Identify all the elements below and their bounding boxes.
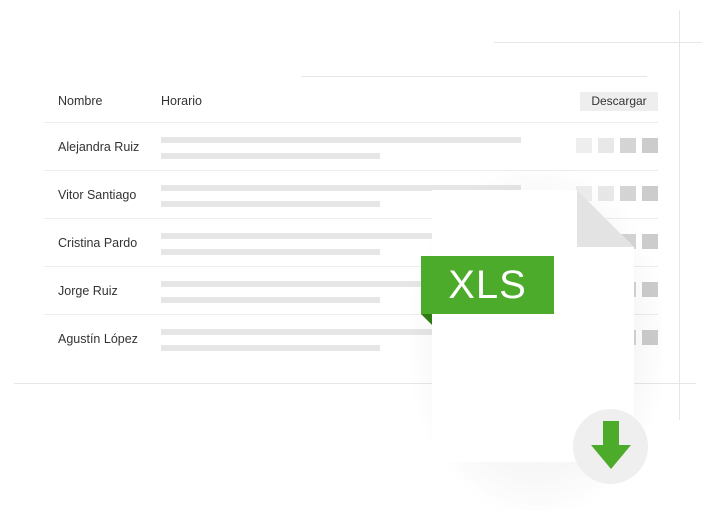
- download-file-button[interactable]: [573, 409, 648, 484]
- action-square[interactable]: [598, 138, 614, 153]
- download-arrow-icon: [591, 421, 631, 469]
- schedule-placeholder-bar: [161, 137, 521, 143]
- schedule-placeholder-bar: [161, 329, 521, 335]
- column-header-schedule: Horario: [161, 94, 202, 108]
- row-name: Agustín López: [58, 332, 138, 346]
- row-name: Alejandra Ruiz: [58, 140, 140, 154]
- schedule-placeholder-bar: [161, 233, 521, 239]
- frame-line-top-right: [494, 42, 702, 43]
- schedule-placeholder-bar: [161, 297, 380, 303]
- action-square[interactable]: [576, 138, 592, 153]
- row-actions: [576, 138, 658, 153]
- action-square[interactable]: [642, 330, 658, 345]
- schedule-placeholder-bar: [161, 345, 380, 351]
- schedule-placeholder-bar: [161, 249, 380, 255]
- schedule-placeholder-bar: [161, 153, 380, 159]
- row-name: Jorge Ruiz: [58, 284, 118, 298]
- table-header: Nombre Horario Descargar: [44, 80, 658, 123]
- row-name: Cristina Pardo: [58, 236, 138, 250]
- frame-line-bottom: [14, 383, 696, 384]
- row-name: Vitor Santiago: [58, 188, 137, 202]
- frame-line-top: [301, 76, 647, 77]
- action-square[interactable]: [642, 282, 658, 297]
- frame-line-right: [679, 10, 680, 420]
- column-header-name: Nombre: [58, 94, 103, 108]
- table-row: Alejandra Ruiz: [44, 123, 658, 171]
- schedule-placeholder-bar: [161, 281, 521, 287]
- action-square[interactable]: [642, 138, 658, 153]
- schedule-placeholder-bar: [161, 185, 521, 191]
- action-square[interactable]: [620, 138, 636, 153]
- action-square[interactable]: [598, 186, 614, 201]
- table-row: Vitor Santiago: [44, 171, 658, 219]
- label-ribbon-fold: [421, 314, 432, 325]
- action-square[interactable]: [642, 186, 658, 201]
- action-square[interactable]: [620, 186, 636, 201]
- schedule-placeholder-bar: [161, 201, 380, 207]
- schedule-table: Nombre Horario Descargar Alejandra Ruiz …: [44, 80, 658, 363]
- xls-label: XLS: [421, 256, 554, 314]
- action-square[interactable]: [642, 234, 658, 249]
- row-actions: [576, 186, 658, 201]
- download-button[interactable]: Descargar: [580, 92, 658, 111]
